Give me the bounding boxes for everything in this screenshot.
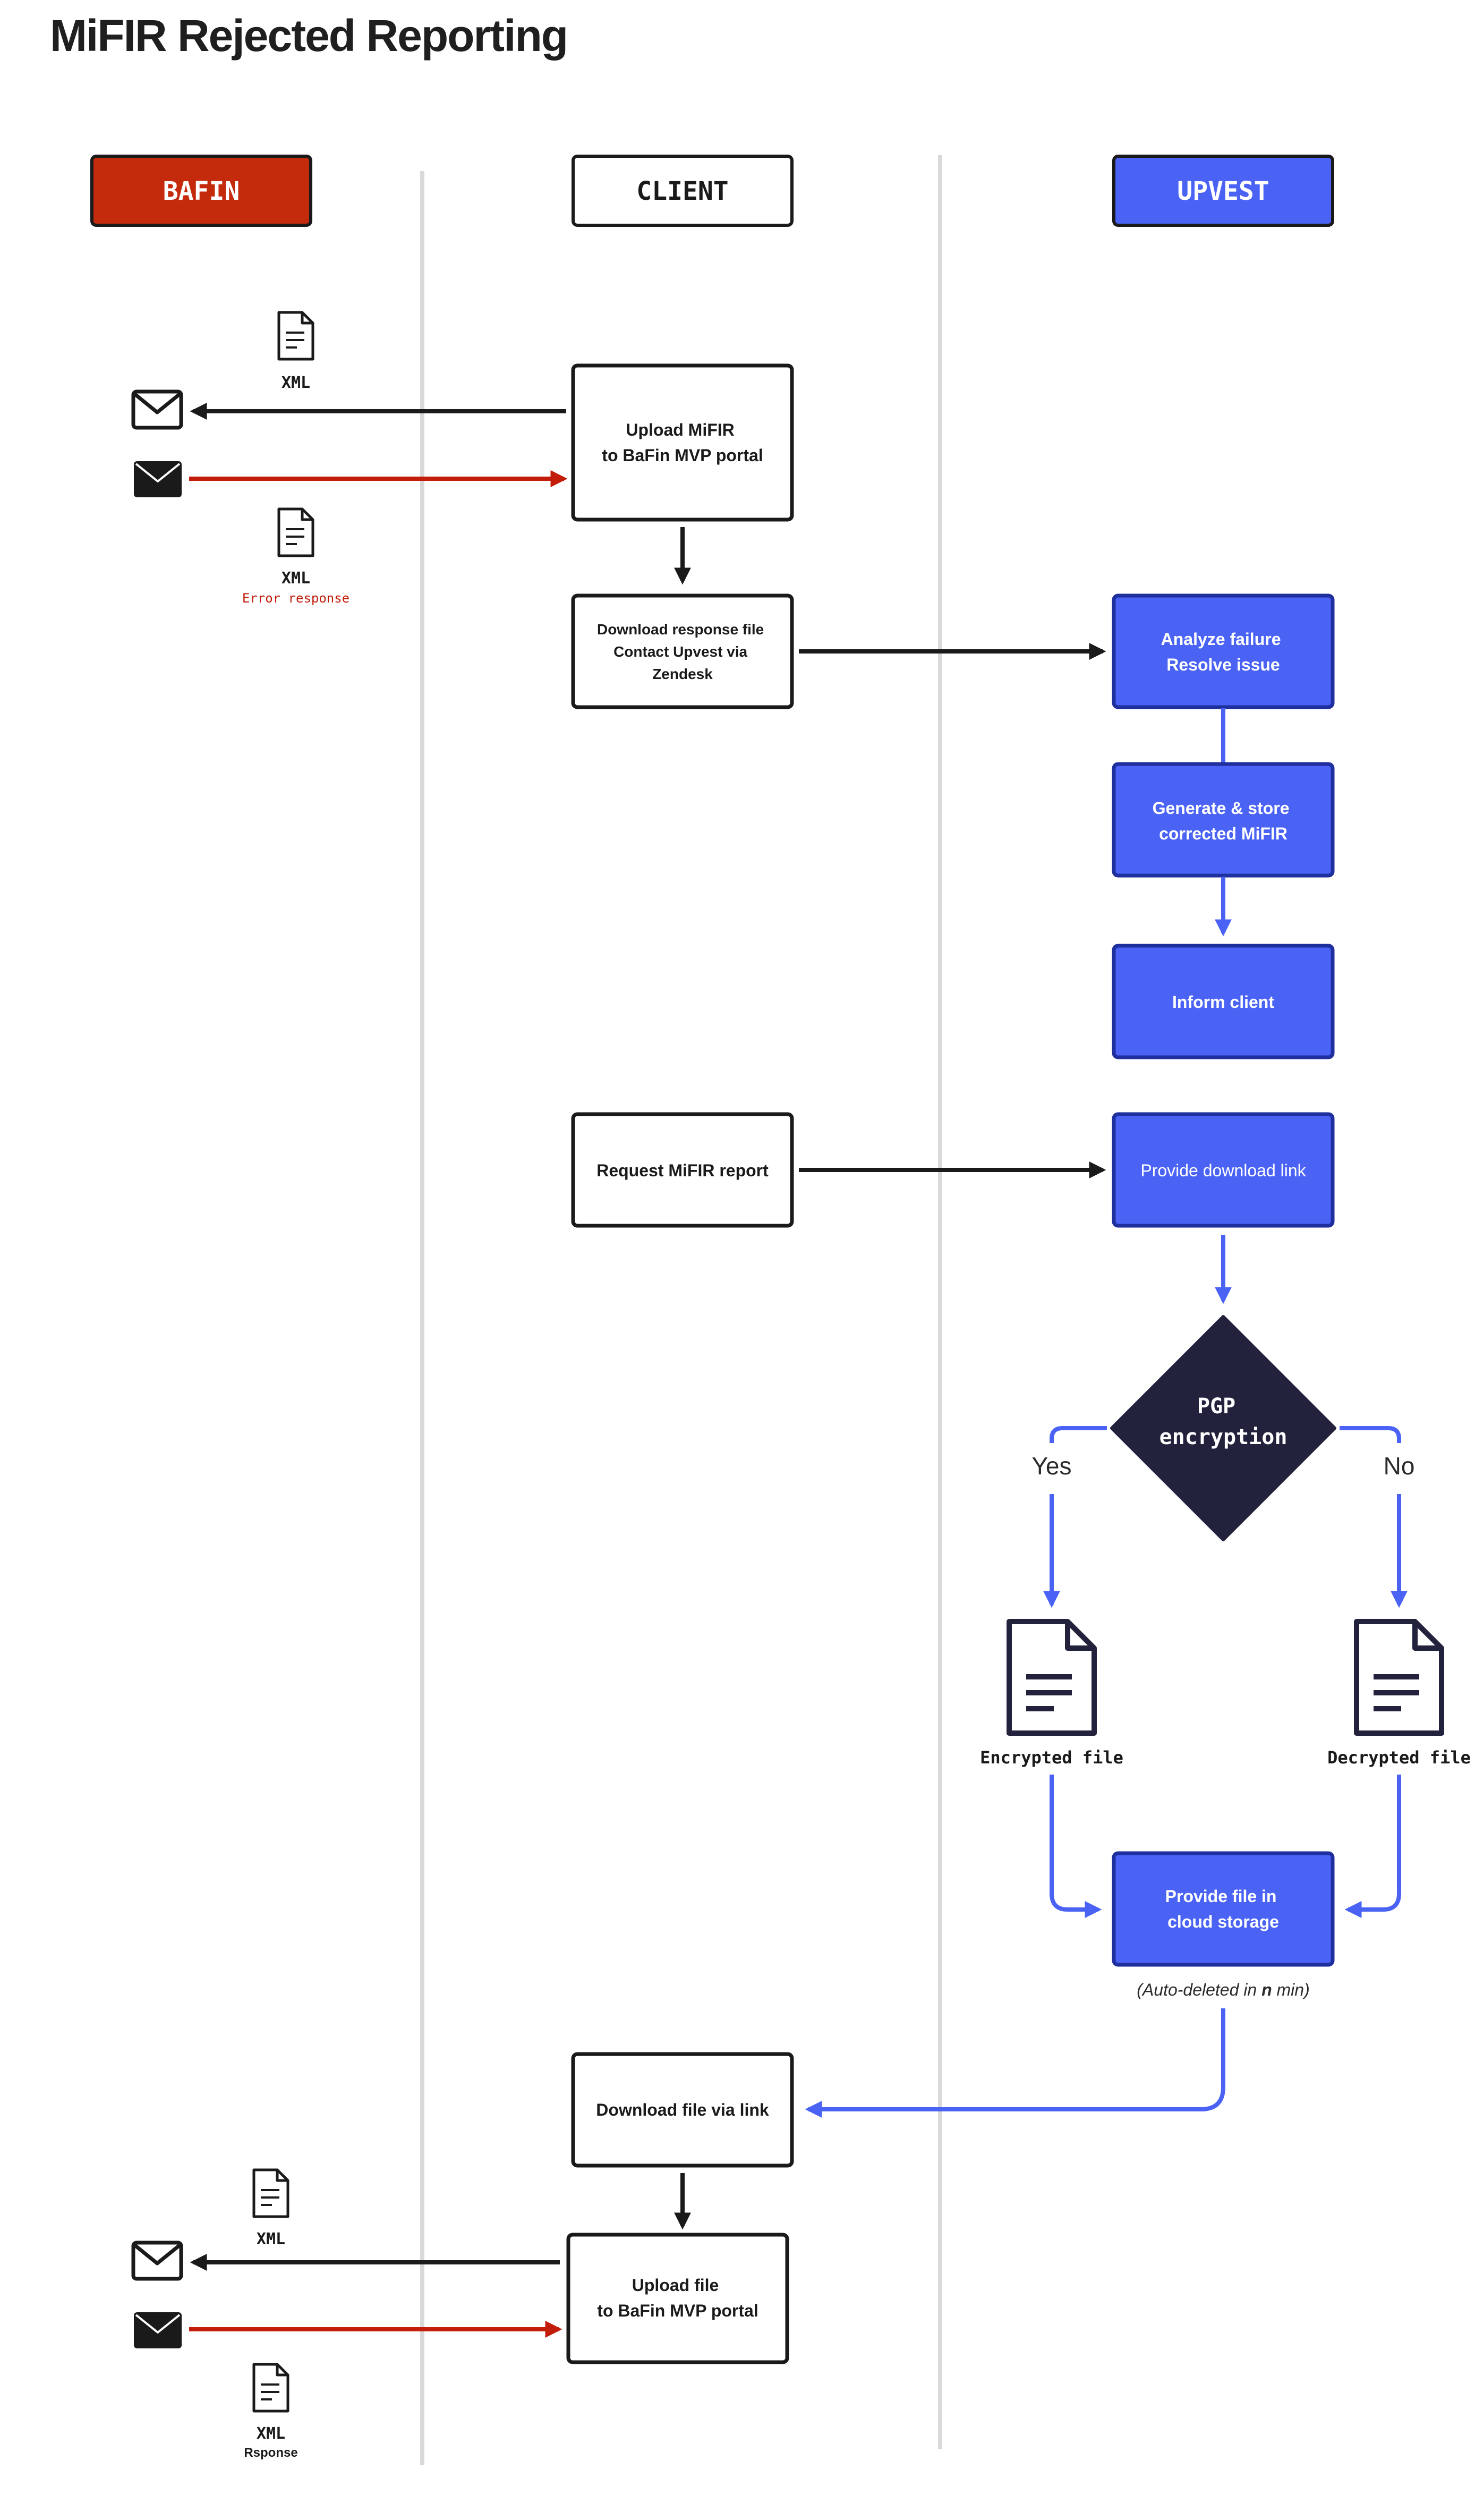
- lane-label-upvest: UPVEST: [1177, 176, 1269, 206]
- step-provide-file: Provide file in cloud storage: [1112, 1851, 1335, 1967]
- step-generate-store: Generate & store corrected MiFIR: [1112, 762, 1335, 878]
- step-analyze-failure: Analyze failure Resolve issue: [1112, 593, 1335, 709]
- encrypted-file-icon: [1009, 1622, 1094, 1733]
- step-upload-file: Upload file to BaFin MVP portal: [566, 2233, 789, 2364]
- step-download-response-line2: Contact Upvest via: [613, 643, 747, 660]
- branch-no-top: [1340, 1426, 1401, 1443]
- envelope-outline-icon: [133, 392, 181, 428]
- lane-header-client: CLIENT: [572, 155, 794, 227]
- step-provide-file-line2: cloud storage: [1167, 1912, 1279, 1931]
- step-download-response-line1: Download response file: [597, 621, 764, 638]
- svg-text:Analyze failure Resolve: Analyze failure Resolve issue: [1161, 630, 1286, 674]
- document-icon: [279, 509, 313, 556]
- svg-text:Generate & store correct: Generate & store corrected MiFIR: [1153, 799, 1294, 843]
- step-upload-mifir-line1: Upload MiFIR: [626, 420, 734, 439]
- encrypted-file-label: Encrypted file: [980, 1747, 1123, 1768]
- document-icon: [254, 2364, 288, 2411]
- note-bold: n: [1261, 1980, 1272, 1999]
- decrypted-file-icon: [1357, 1622, 1442, 1733]
- error-response-label: Error response: [242, 591, 349, 606]
- svg-text:Download response file C: Download response file Contact Upvest vi…: [597, 621, 768, 682]
- xml-response-label: XML: [257, 2424, 285, 2443]
- envelope-outline-icon: [133, 2243, 181, 2279]
- step-upload-file-line1: Upload file: [632, 2276, 719, 2295]
- step-generate-line2: corrected MiFIR: [1159, 824, 1288, 843]
- step-provide-file-line1: Provide file in: [1165, 1887, 1277, 1906]
- lane-header-bafin: BAFIN: [90, 155, 312, 227]
- decrypted-file-label: Decrypted file: [1327, 1747, 1471, 1768]
- xml-bottom-label: XML: [257, 2230, 285, 2249]
- branch-yes-top: [1050, 1426, 1107, 1443]
- arrow-storage-to-client: [805, 2008, 1225, 2118]
- step-request-label: Request MiFIR report: [596, 1161, 769, 1180]
- auto-delete-note: (Auto-deleted in n min): [1137, 1980, 1309, 1999]
- step-upload-file-line2: to BaFin MVP portal: [597, 2301, 758, 2320]
- svg-text:Upload MiFIR to BaFin MV: Upload MiFIR to BaFin MVP portal: [602, 420, 763, 465]
- note-prefix: (Auto-deleted in: [1137, 1980, 1261, 1999]
- lane-label-bafin: BAFIN: [163, 176, 240, 206]
- step-provide-link-label: Provide download link: [1140, 1161, 1306, 1180]
- document-icon: [279, 312, 313, 359]
- page-title: MiFIR Rejected Reporting: [50, 11, 567, 61]
- branch-yes-label: Yes: [1031, 1452, 1071, 1480]
- step-download-response-line3: Zendesk: [652, 666, 713, 682]
- document-icon: [254, 2170, 288, 2217]
- note-suffix: min): [1272, 1980, 1310, 1999]
- step-download-file-label: Download file via link: [596, 2100, 769, 2119]
- arrow-encrypted-to-storage: [1050, 1775, 1102, 1918]
- decision-pgp-encryption: PGP encryption: [1110, 1315, 1336, 1541]
- decision-line2: encryption: [1159, 1425, 1288, 1449]
- step-upload-mifir-line2: to BaFin MVP portal: [602, 446, 763, 465]
- arrow-decrypted-to-storage: [1344, 1775, 1401, 1918]
- step-request-report: Request MiFIR report: [571, 1112, 794, 1228]
- step-analyze-line1: Analyze failure: [1161, 630, 1281, 649]
- svg-text:Upload file to BaFin MVP: Upload file to BaFin MVP portal: [597, 2276, 758, 2320]
- rsponse-label: Rsponse: [244, 2446, 297, 2460]
- step-generate-line1: Generate & store: [1153, 799, 1290, 818]
- step-inform-label: Inform client: [1172, 992, 1274, 1012]
- step-download-file: Download file via link: [571, 2052, 794, 2168]
- svg-text:Provide file in cloud st: Provide file in cloud storage: [1165, 1887, 1282, 1931]
- branch-no-label: No: [1384, 1452, 1415, 1480]
- xml-label: XML: [282, 374, 310, 392]
- step-upload-mifir: Upload MiFIR to BaFin MVP portal: [571, 363, 794, 522]
- lane-label-client: CLIENT: [636, 176, 728, 206]
- envelope-filled-icon: [133, 2311, 183, 2349]
- step-analyze-line2: Resolve issue: [1166, 655, 1280, 674]
- step-inform-client: Inform client: [1112, 944, 1335, 1059]
- xml-error-label: XML: [282, 569, 310, 588]
- decision-line1: PGP: [1197, 1394, 1235, 1419]
- envelope-filled-icon: [133, 460, 183, 498]
- step-download-response: Download response file Contact Upvest vi…: [571, 593, 794, 709]
- step-provide-link: Provide download link: [1112, 1112, 1335, 1228]
- lane-header-upvest: UPVEST: [1112, 155, 1334, 227]
